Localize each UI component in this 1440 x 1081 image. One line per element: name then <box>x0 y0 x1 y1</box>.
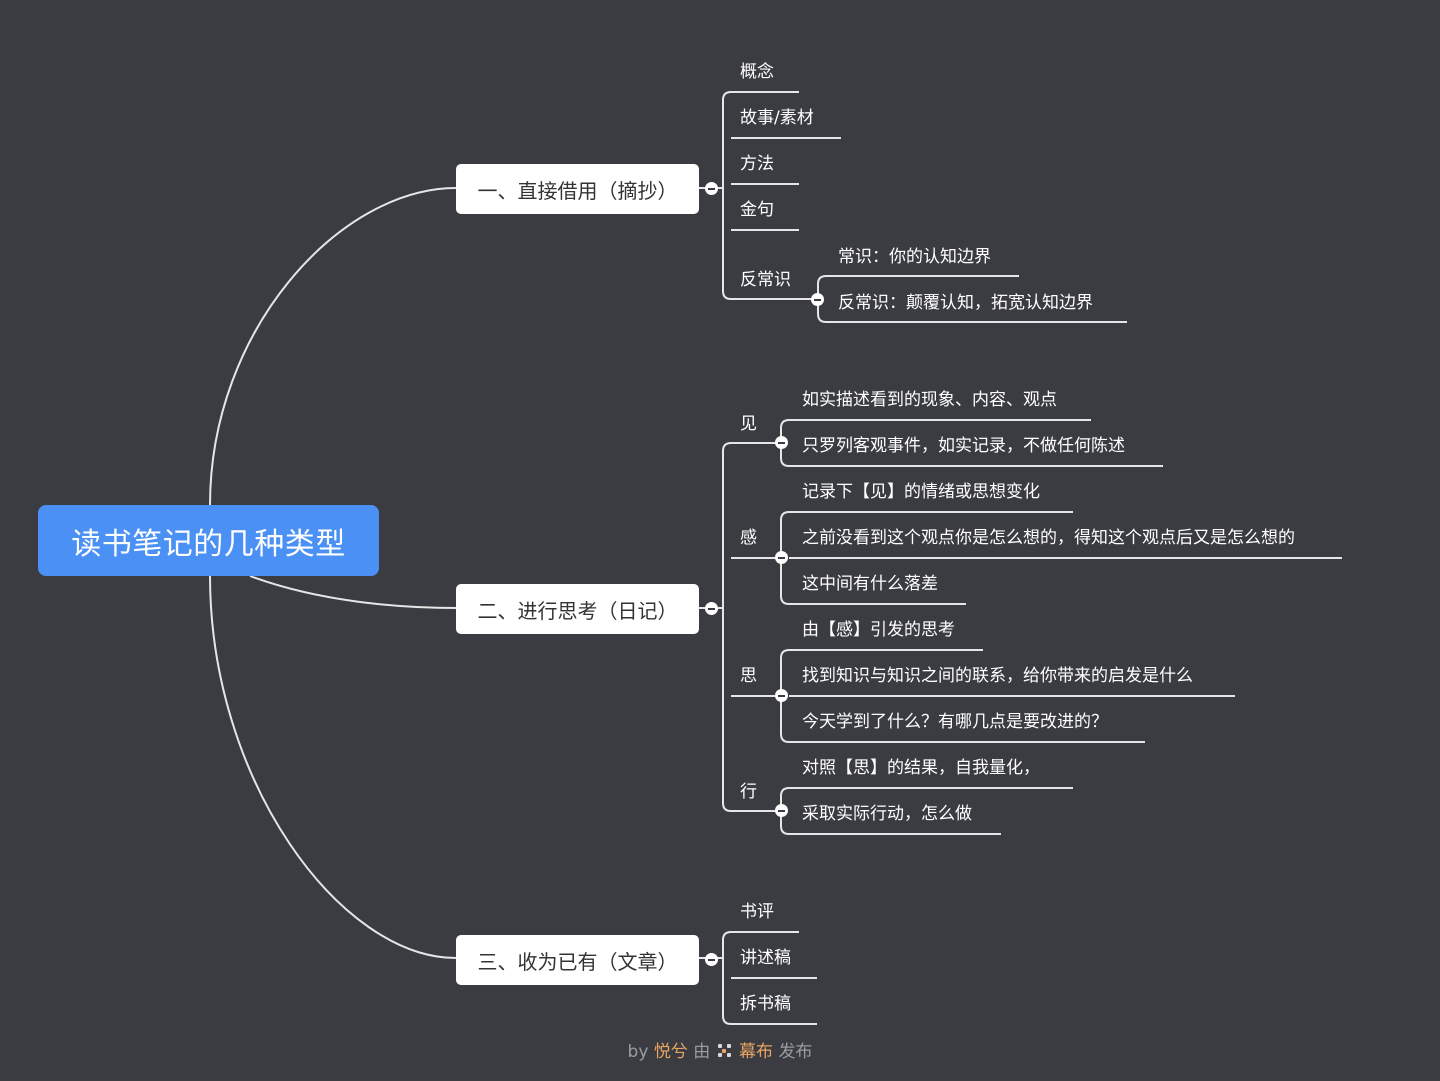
leaf-see-1[interactable]: 如实描述看到的现象、内容、观点 <box>802 390 1057 410</box>
leaf-see[interactable]: 见 <box>740 414 757 434</box>
bracket-line <box>722 931 732 1025</box>
footer-by: by <box>627 1042 649 1062</box>
root-connector-2 <box>249 575 457 609</box>
leaf-feel-3[interactable]: 这中间有什么落差 <box>802 574 938 594</box>
collapse-icon[interactable] <box>775 551 788 564</box>
leaf-feel-1[interactable]: 记录下【见】的情绪或思想变化 <box>802 482 1040 502</box>
branch-node-3[interactable]: 三、收为已有（文章） <box>456 935 699 985</box>
collapse-icon[interactable] <box>705 602 718 615</box>
leaf-review[interactable]: 书评 <box>740 902 774 922</box>
leaf-counter-detail[interactable]: 反常识：颠覆认知，拓宽认知边界 <box>838 293 1093 313</box>
leaf-act[interactable]: 行 <box>740 782 757 802</box>
footer-credit: by 悦兮 由 幕布 发布 <box>0 1037 1440 1062</box>
leaf-counter-common-sense[interactable]: 反常识 <box>740 270 791 290</box>
leaf-concept[interactable]: 概念 <box>740 62 774 82</box>
bracket-line <box>722 442 732 812</box>
leaf-book-breakdown[interactable]: 拆书稿 <box>740 994 791 1014</box>
leaf-speech[interactable]: 讲述稿 <box>740 948 791 968</box>
footer-publish: 发布 <box>778 1042 813 1062</box>
root-node[interactable]: 读书笔记的几种类型 <box>38 505 379 576</box>
leaf-think[interactable]: 思 <box>740 666 757 686</box>
root-connector-1 <box>209 187 457 506</box>
leaf-feel-2[interactable]: 之前没看到这个观点你是怎么想的，得知这个观点后又是怎么想的 <box>802 528 1295 548</box>
bracket-line <box>722 91 732 300</box>
leaf-method[interactable]: 方法 <box>740 154 774 174</box>
branch-node-1[interactable]: 一、直接借用（摘抄） <box>456 164 699 214</box>
leaf-act-2[interactable]: 采取实际行动，怎么做 <box>802 804 972 824</box>
collapse-icon[interactable] <box>705 182 718 195</box>
leaf-feel[interactable]: 感 <box>740 528 757 548</box>
collapse-icon[interactable] <box>705 953 718 966</box>
leaf-think-3[interactable]: 今天学到了什么？有哪几点是要改进的？ <box>802 712 1108 732</box>
leaf-act-1[interactable]: 对照【思】的结果，自我量化， <box>802 758 1040 778</box>
collapse-icon[interactable] <box>775 804 788 817</box>
leaf-story[interactable]: 故事/素材 <box>740 108 814 128</box>
footer-via: 由 <box>693 1042 711 1062</box>
branch-node-2[interactable]: 二、进行思考（日记） <box>456 584 699 634</box>
leaf-common-sense[interactable]: 常识：你的认知边界 <box>838 247 991 267</box>
collapse-icon[interactable] <box>775 689 788 702</box>
mubu-logo-icon <box>717 1044 732 1058</box>
footer-brand[interactable]: 幕布 <box>739 1042 774 1062</box>
leaf-think-2[interactable]: 找到知识与知识之间的联系，给你带来的启发是什么 <box>802 666 1193 686</box>
collapse-icon[interactable] <box>811 293 824 306</box>
footer-author[interactable]: 悦兮 <box>653 1042 688 1062</box>
leaf-quote[interactable]: 金句 <box>740 200 774 220</box>
leaf-think-1[interactable]: 由【感】引发的思考 <box>802 620 955 640</box>
root-connector-3 <box>209 575 457 959</box>
collapse-icon[interactable] <box>775 436 788 449</box>
leaf-see-2[interactable]: 只罗列客观事件，如实记录，不做任何陈述 <box>802 436 1125 456</box>
